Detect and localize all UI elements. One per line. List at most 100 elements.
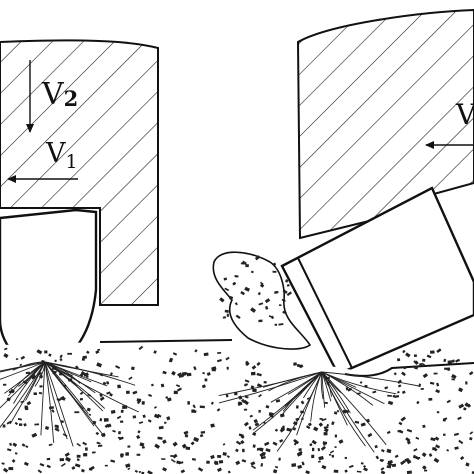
grain-speck (297, 450, 303, 456)
grain-speck (422, 358, 426, 362)
grain-speck (173, 390, 178, 395)
grain-speck (420, 387, 424, 390)
grain-speck (237, 401, 242, 404)
grain-speck (204, 378, 208, 382)
crack-line (0, 361, 46, 429)
label-v1-sub: 1 (66, 151, 78, 173)
grain-speck (234, 275, 239, 278)
grain-speck (181, 443, 187, 449)
grain-speck (251, 365, 257, 370)
grain-speck (336, 409, 340, 413)
grain-speck (436, 348, 442, 354)
grain-speck (360, 422, 366, 427)
grain-speck (245, 360, 250, 365)
grain-speck (326, 423, 330, 427)
grain-speck (74, 411, 80, 414)
grain-speck (134, 469, 138, 473)
grain-speck (305, 425, 311, 430)
grain-speck (286, 291, 292, 297)
grain-speck (268, 315, 274, 319)
grain-speck (65, 456, 71, 462)
grain-speck (260, 456, 266, 460)
grain-speck (142, 414, 146, 418)
label-v2-main: V (41, 77, 65, 112)
grain-speck (249, 414, 253, 418)
grain-speck (272, 270, 277, 273)
grain-speck (162, 467, 167, 472)
grain-speck (22, 380, 28, 385)
grain-speck (186, 372, 192, 377)
grain-speck (469, 437, 473, 441)
label-v2: V2 (41, 77, 78, 112)
grain-speck (25, 445, 29, 449)
grain-speck (258, 409, 261, 413)
grain-speck (193, 436, 200, 443)
label-v1-main: V (45, 138, 66, 169)
grain-speck (397, 429, 402, 433)
grain-speck (240, 434, 245, 439)
crack-line (44, 361, 73, 376)
grain-speck (318, 422, 324, 427)
grain-speck (83, 372, 89, 377)
grain-speck (64, 452, 70, 457)
grain-speck (262, 451, 266, 456)
grain-speck (141, 401, 145, 405)
grain-speck (312, 447, 315, 452)
grain-speck (274, 428, 279, 432)
grain-speck (258, 302, 264, 306)
grain-speck (375, 455, 380, 460)
crack-line (321, 371, 387, 446)
grain-speck (250, 371, 256, 376)
grain-speck (157, 436, 163, 440)
grain-speck (46, 457, 51, 461)
grain-speck (118, 431, 122, 435)
grain-speck (19, 363, 23, 367)
grain-speck (274, 290, 279, 294)
grain-speck (406, 459, 412, 465)
grain-speck (272, 469, 278, 474)
grain-speck (457, 416, 462, 420)
grain-speck (291, 463, 297, 467)
grain-speck (187, 401, 191, 405)
grain-speck (400, 416, 406, 422)
grain-speck (1, 462, 5, 465)
grain-speck (106, 381, 110, 385)
grain-speck (120, 420, 124, 423)
grain-speck (177, 372, 182, 377)
grain-speck (169, 359, 173, 363)
grain-speck (48, 443, 53, 447)
crack-line (44, 361, 96, 394)
grain-speck (397, 379, 402, 384)
grain-speck (331, 421, 335, 426)
grain-speck (210, 401, 214, 405)
grain-speck (468, 371, 474, 376)
grain-speck (278, 304, 282, 307)
grain-speck (166, 397, 172, 402)
grain-speck (386, 430, 391, 435)
grain-speck (235, 440, 242, 446)
grain-speck (259, 447, 264, 452)
grain-speck (132, 415, 137, 419)
grain-speck (96, 441, 101, 445)
grain-speck (434, 436, 440, 441)
grain-speck (60, 462, 66, 467)
grain-speck (321, 418, 327, 422)
grain-speck (416, 400, 420, 405)
grain-speck (413, 360, 417, 364)
grain-speck (46, 464, 51, 469)
crack-line (218, 371, 323, 404)
grain-speck (248, 426, 252, 430)
grain-speck (83, 453, 88, 457)
grain-speck (273, 262, 276, 266)
grain-speck (54, 427, 60, 432)
grain-speck (322, 442, 326, 446)
grain-speck (178, 374, 184, 378)
grain-speck (279, 413, 285, 418)
grain-speck (394, 395, 400, 399)
grain-speck (120, 409, 124, 414)
grain-speck (328, 453, 332, 456)
grain-speck (265, 448, 271, 453)
grain-speck (422, 424, 426, 428)
grain-speck (170, 454, 174, 458)
grain-speck (160, 383, 165, 388)
